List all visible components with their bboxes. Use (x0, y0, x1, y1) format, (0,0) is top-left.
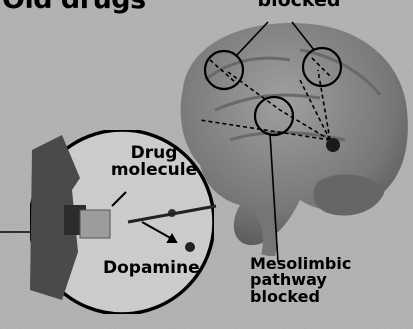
mesolimbic-caption: Mesolimbic pathway blocked (250, 256, 351, 305)
headline: Old drugs (2, 0, 146, 14)
top-caption: blocked (244, 0, 354, 10)
dopamine-molecule (185, 242, 195, 252)
drug-molecule-label: Drug molecule (94, 145, 214, 180)
midbrain-source (326, 138, 340, 152)
drug-molecule (80, 210, 110, 238)
dopamine-label: Dopamine (103, 260, 200, 277)
